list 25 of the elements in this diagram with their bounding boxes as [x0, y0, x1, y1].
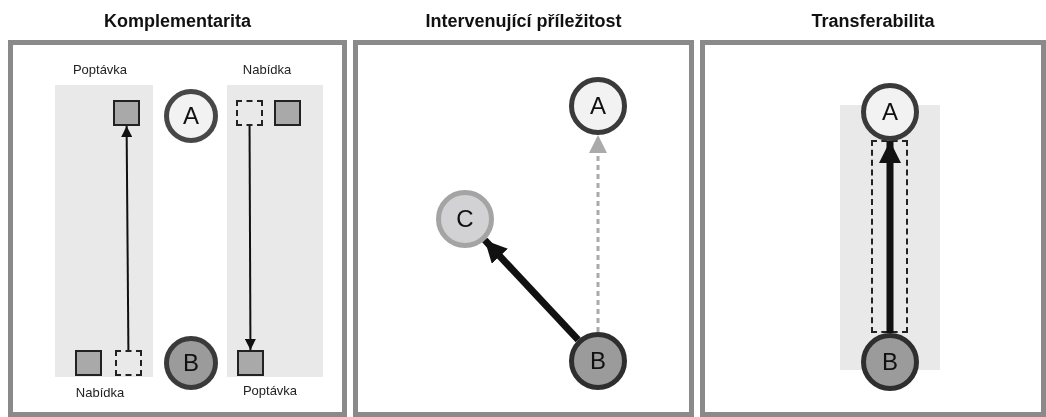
solid-square: [75, 350, 102, 376]
arrow: [482, 237, 581, 343]
arrow: [244, 125, 256, 351]
arrow: [589, 135, 607, 332]
panel-title: Komplementarita: [103, 11, 251, 32]
solid-square: [113, 100, 140, 126]
location-circle: A: [569, 77, 627, 135]
dashed-square: [236, 100, 263, 126]
role-label: Poptávka: [242, 383, 298, 398]
role-label: Nabídka: [75, 385, 125, 400]
location-circle: C: [436, 190, 494, 248]
arrow: [121, 125, 133, 351]
panel-title: Intervenující příležitost: [425, 11, 622, 32]
arrow: [879, 141, 901, 333]
role-label: Nabídka: [242, 62, 292, 77]
dashed-square: [115, 350, 142, 376]
panel-title: Transferabilita: [811, 11, 935, 32]
location-circle: A: [164, 89, 218, 143]
solid-square: [237, 350, 264, 376]
location-circle: A: [861, 83, 919, 141]
solid-square: [274, 100, 301, 126]
role-label: Poptávka: [72, 62, 128, 77]
location-circle: B: [164, 336, 218, 390]
location-circle: B: [861, 333, 919, 391]
location-circle: B: [569, 332, 627, 390]
